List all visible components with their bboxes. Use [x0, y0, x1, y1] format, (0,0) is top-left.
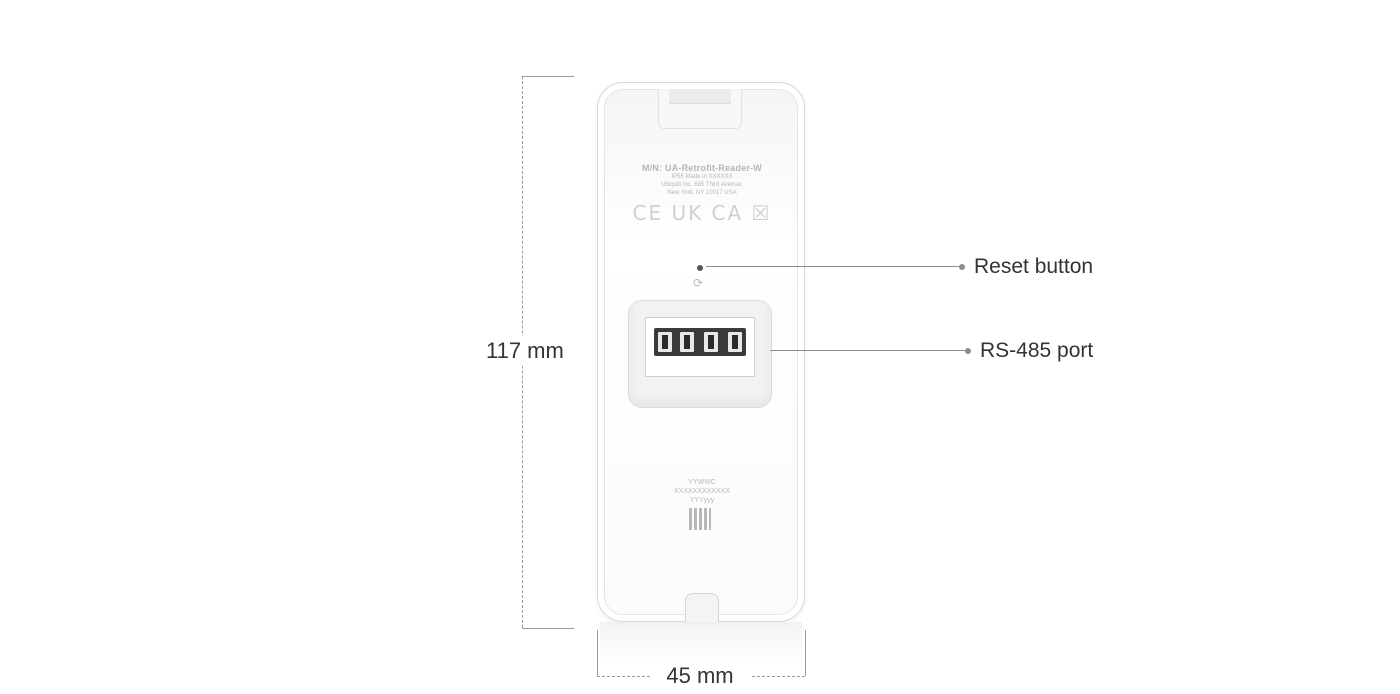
label-line-3: New York, NY 10017 USA	[667, 190, 737, 196]
height-dimension-tick-bottom	[522, 628, 574, 629]
width-dimension-label: 45 mm	[650, 661, 750, 691]
label-line-1: IP55 Made in XXXXXX	[671, 174, 733, 180]
model-number: M/N: UA-Retrofit-Reader-W	[642, 163, 762, 173]
qr-code	[689, 508, 711, 530]
reset-button[interactable]	[697, 265, 703, 271]
device-label: M/N: UA-Retrofit-Reader-W IP55 Made in X…	[598, 163, 806, 225]
mounting-clip-bottom	[685, 593, 719, 623]
terminal-pin	[680, 332, 694, 352]
reset-callout-line	[706, 266, 962, 267]
height-dimension-label: 117 mm	[480, 336, 576, 366]
port-callout-line	[770, 350, 968, 351]
serial-line-2: XXXXXXXXXXXX	[673, 488, 731, 495]
rs485-terminal-block[interactable]	[654, 328, 746, 356]
terminal-pin	[728, 332, 742, 352]
mounting-clip-top	[658, 89, 742, 129]
reset-callout-dot	[959, 264, 965, 270]
width-dimension-tick-right	[805, 630, 806, 676]
height-dimension-tick-top	[522, 76, 574, 77]
serial-line-3: YYYyyy	[689, 497, 715, 504]
device-reflection	[600, 622, 802, 662]
rs485-port-frame	[645, 317, 755, 377]
reset-callout-label: Reset button	[974, 255, 1094, 278]
rs485-port-housing	[628, 300, 772, 408]
width-dimension-tick-left	[597, 630, 598, 676]
port-callout-dot	[965, 348, 971, 354]
label-line-2: Ubiquiti Inc. 685 Third Avenue,	[661, 182, 743, 188]
terminal-pin	[704, 332, 718, 352]
mounting-clip-bar	[669, 89, 731, 104]
port-callout-label: RS-485 port	[980, 339, 1094, 362]
certification-marks: CE UK CA ☒	[632, 201, 772, 225]
terminal-pin	[658, 332, 672, 352]
serial-label: YYWWC XXXXXXXXXXXX YYYyyy	[598, 478, 806, 505]
reset-icon: ⟳	[693, 276, 704, 290]
serial-line-1: YYWWC	[688, 479, 716, 486]
reader-device-back: M/N: UA-Retrofit-Reader-W IP55 Made in X…	[597, 82, 806, 623]
